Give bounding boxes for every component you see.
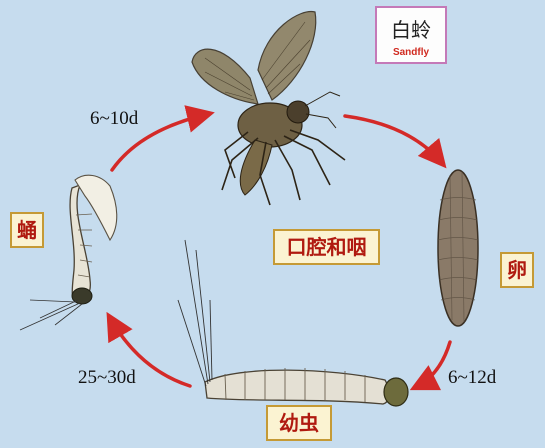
title-box: 白蛉 Sandfly: [375, 6, 447, 64]
larva-illustration: [177, 239, 409, 407]
duration-egg-to-larva: 6~12d: [448, 367, 497, 388]
egg-stage-label: 卵: [500, 252, 534, 288]
title-chinese: 白蛉: [391, 18, 431, 42]
duration-pupa-to-adult: 6~10d: [90, 108, 139, 129]
egg-illustration: [437, 169, 479, 327]
arrow-egg-to-larva: [409, 340, 452, 391]
arrow-larva-to-pupa: [106, 311, 192, 388]
adult-stage-label: 口腔和咽: [273, 229, 380, 265]
arrow-pupa-to-adult: [110, 105, 215, 172]
adult-sandfly-illustration: [191, 10, 346, 206]
duration-larva-to-pupa: 25~30d: [78, 367, 136, 388]
cycle-arrows: [106, 105, 452, 391]
pupa-illustration: [19, 174, 118, 331]
title-english: Sandfly: [392, 47, 430, 58]
pupa-stage-label: 蛹: [10, 212, 44, 248]
larva-stage-label: 幼虫: [266, 405, 332, 441]
arrow-adult-to-egg: [343, 114, 447, 169]
